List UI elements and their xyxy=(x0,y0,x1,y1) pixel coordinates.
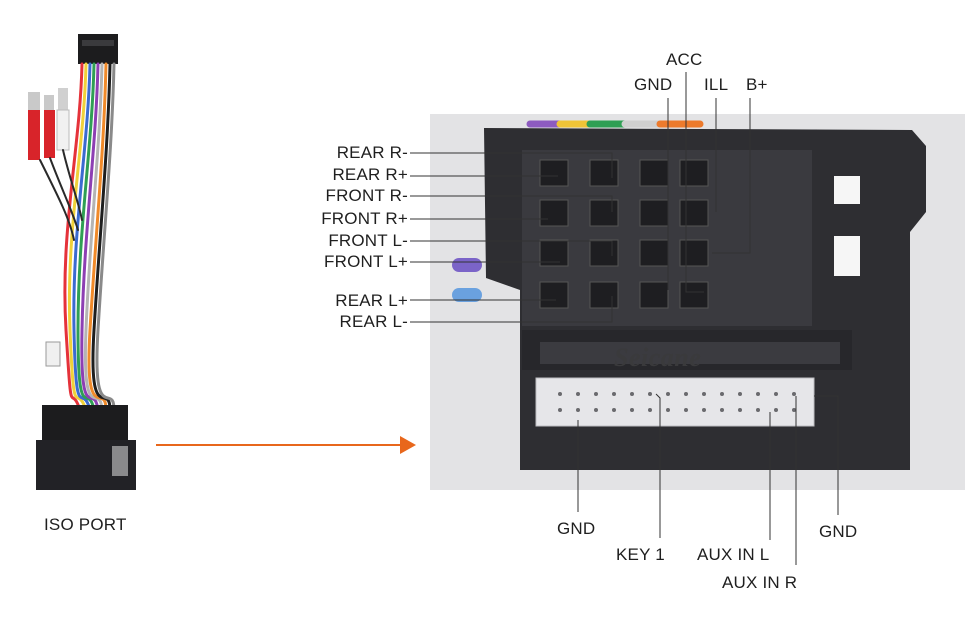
wire-harness-image xyxy=(28,34,136,490)
label-acc: ACC xyxy=(666,50,703,69)
label-gnd-bottom-right: GND xyxy=(819,522,858,541)
label-b-plus: B+ xyxy=(746,75,768,94)
label-key1: KEY 1 xyxy=(616,545,665,564)
label-front-r-plus: FRONT R+ xyxy=(321,209,408,228)
label-front-l-plus: FRONT L+ xyxy=(324,252,408,271)
label-rear-r-plus: REAR R+ xyxy=(332,165,408,184)
brand-logo: Seicane xyxy=(614,343,702,372)
connector-photo xyxy=(430,114,965,490)
label-front-r-minus: FRONT R- xyxy=(325,186,408,205)
pointer-arrow-icon xyxy=(156,436,416,454)
label-rear-l-plus: REAR L+ xyxy=(335,291,408,310)
label-gnd-top: GND xyxy=(634,75,673,94)
label-rear-r-minus: REAR R- xyxy=(336,143,408,162)
label-gnd-bottom-left: GND xyxy=(557,519,596,538)
label-front-l-minus: FRONT L- xyxy=(328,231,408,250)
iso-port-caption: ISO PORT xyxy=(44,515,127,534)
label-aux-in-r: AUX IN R xyxy=(722,573,798,592)
label-aux-in-l: AUX IN L xyxy=(697,545,770,564)
label-ill: ILL xyxy=(704,75,729,94)
label-rear-l-minus: REAR L- xyxy=(339,312,408,331)
leader-lines xyxy=(410,72,839,565)
